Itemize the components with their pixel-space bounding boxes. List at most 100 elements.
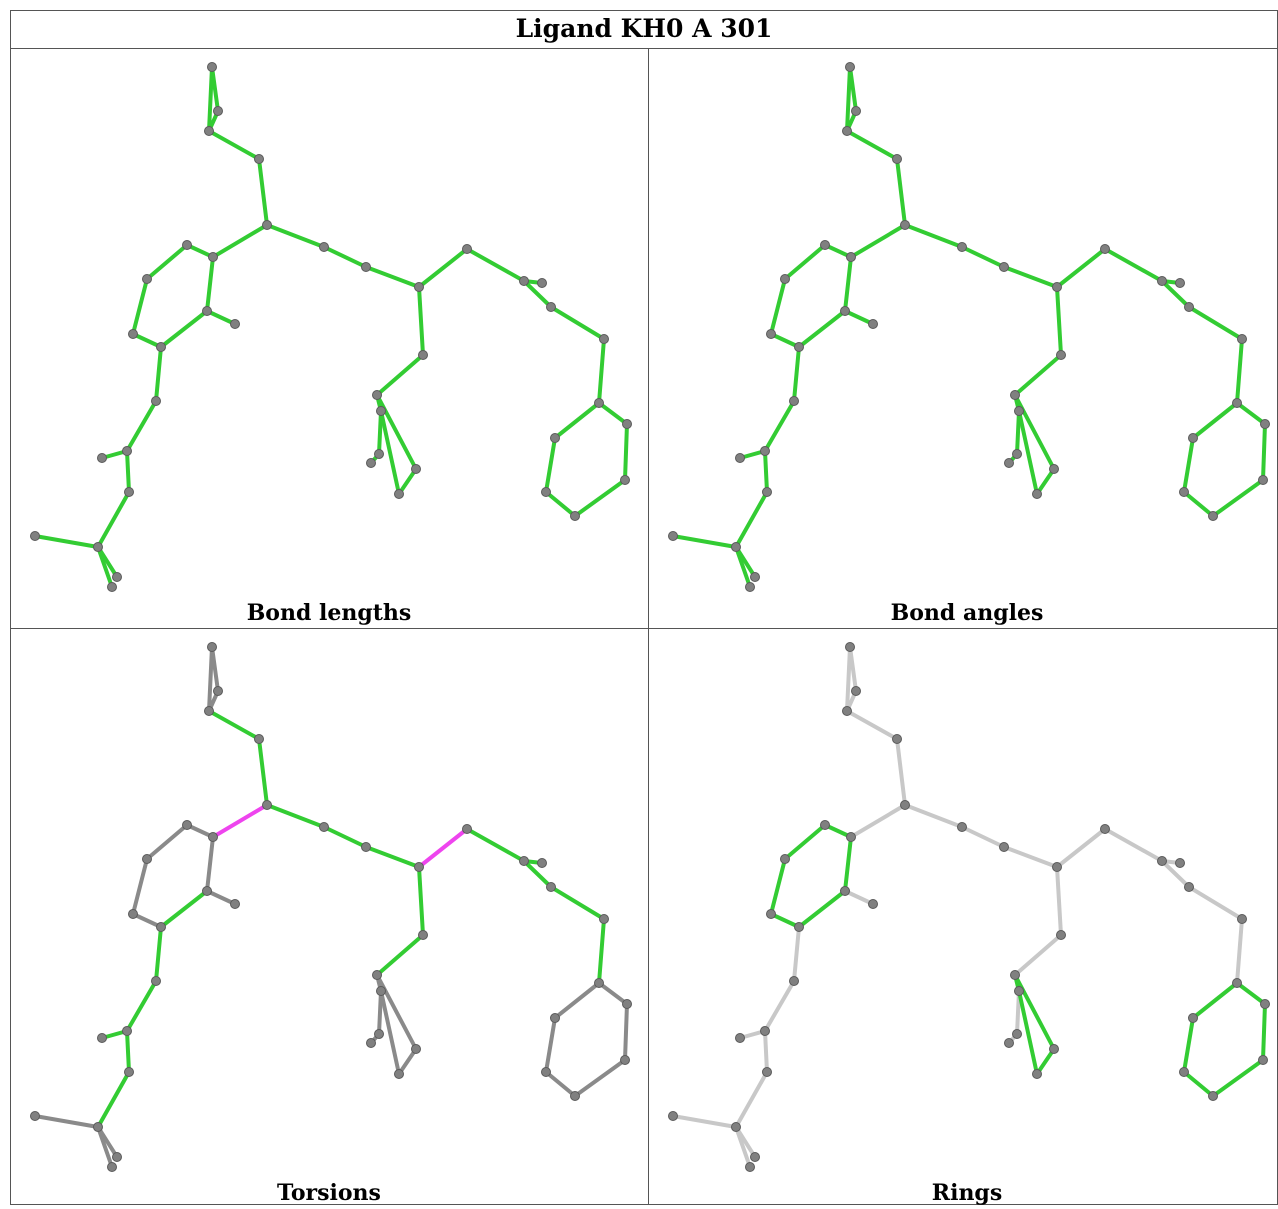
atom-a30	[1010, 390, 1020, 400]
atom-a9	[462, 244, 472, 254]
bond-a8-a29	[417, 285, 425, 357]
bond-a32-a33	[397, 1047, 418, 1076]
atom-a36	[1232, 398, 1242, 408]
bond-a24-a25	[96, 490, 131, 549]
atom-a30	[372, 390, 382, 400]
atom-a33	[394, 489, 404, 499]
bond-a25-a26	[33, 1114, 100, 1129]
bond-a11-a12	[549, 305, 606, 341]
atom-a37	[1260, 419, 1270, 429]
atom-a14	[846, 832, 856, 842]
atom-a22	[122, 1026, 132, 1036]
atom-a27	[750, 1152, 760, 1162]
atom-a32	[1049, 1044, 1059, 1054]
atom-a14	[846, 252, 856, 262]
panel-rings: Rings	[649, 629, 1278, 1209]
atom-a18	[794, 342, 804, 352]
panel-torsions: Torsions	[11, 629, 647, 1209]
bond-a30-a32	[375, 393, 418, 471]
bond-a41-a36	[1191, 981, 1239, 1020]
atom-a4	[254, 734, 264, 744]
atom-a21	[151, 976, 161, 986]
atom-a41	[1188, 433, 1198, 443]
atom-a21	[789, 396, 799, 406]
atom-a24	[762, 1067, 772, 1077]
atom-a34	[1012, 1029, 1022, 1039]
bond-a16-a17	[131, 277, 149, 336]
atom-a13	[537, 278, 547, 288]
atom-a27	[750, 572, 760, 582]
bond-a21-a22	[125, 979, 158, 1033]
bond-a36-a37	[597, 981, 629, 1006]
atom-a6	[319, 242, 329, 252]
atom-a25	[93, 542, 103, 552]
atom-a29	[418, 930, 428, 940]
bond-a7-a8	[364, 265, 421, 289]
atom-a7	[361, 262, 371, 272]
bond-a6-a7	[960, 245, 1006, 269]
atom-a23	[97, 453, 107, 463]
bond-a19-a20	[205, 309, 237, 326]
atom-a19	[202, 886, 212, 896]
atom-a10	[1157, 276, 1167, 286]
bond-a22-a24	[125, 1029, 131, 1074]
molecule-rings	[668, 642, 1270, 1172]
bond-a12-a36	[1235, 337, 1244, 405]
atom-a41	[550, 1013, 560, 1023]
atom-a36	[594, 978, 604, 988]
bond-a5-a14	[211, 803, 269, 839]
bond-a38-a39	[1211, 1058, 1265, 1098]
atom-a8	[1052, 862, 1062, 872]
figure-title: Ligand KH0 A 301	[515, 14, 773, 43]
bond-a19-a14	[205, 255, 215, 313]
atom-a14	[208, 832, 218, 842]
bond-a19-a20	[843, 889, 875, 906]
bond-a11-a12	[1187, 305, 1244, 341]
atom-a15	[820, 820, 830, 830]
bond-a10-a11	[1160, 859, 1191, 889]
atom-a21	[789, 976, 799, 986]
atom-a7	[999, 262, 1009, 272]
atom-a17	[128, 909, 138, 919]
bond-a15-a16	[145, 823, 189, 861]
bond-a9-a10	[1103, 827, 1164, 863]
atom-a12	[599, 334, 609, 344]
bond-a37-a38	[1261, 422, 1267, 482]
atom-a4	[892, 154, 902, 164]
atom-a25	[731, 1122, 741, 1132]
atom-a28	[107, 1162, 117, 1172]
atom-a12	[1237, 914, 1247, 924]
atom-a37	[622, 419, 632, 429]
atom-a18	[156, 342, 166, 352]
atom-a34	[1012, 449, 1022, 459]
atom-a41	[1188, 1013, 1198, 1023]
atom-a25	[93, 1122, 103, 1132]
bond-a3-a4	[845, 709, 899, 741]
atom-a19	[202, 306, 212, 316]
bond-a15-a16	[145, 243, 189, 281]
atom-a29	[418, 350, 428, 360]
bond-a18-a19	[159, 889, 209, 929]
atom-a21	[151, 396, 161, 406]
atom-a28	[107, 582, 117, 592]
atom-a7	[999, 842, 1009, 852]
bond-a37-a38	[1261, 1002, 1267, 1062]
bond-a39-a40	[544, 490, 577, 518]
bond-a12-a36	[597, 917, 606, 985]
atom-a35	[366, 1038, 376, 1048]
caption-torsions: Torsions	[277, 1180, 381, 1206]
bond-a18-a21	[792, 345, 801, 403]
bond-a8-a29	[417, 865, 425, 937]
atom-a28	[745, 1162, 755, 1172]
atom-a20	[868, 899, 878, 909]
atom-a16	[780, 854, 790, 864]
bond-a21-a22	[125, 399, 158, 453]
bond-a19-a20	[843, 309, 875, 326]
atom-a37	[1260, 999, 1270, 1009]
atom-a14	[208, 252, 218, 262]
atom-a11	[1184, 882, 1194, 892]
bond-a29-a30	[1013, 353, 1063, 397]
atom-a11	[546, 882, 556, 892]
atom-a8	[414, 862, 424, 872]
bond-a10-a11	[1160, 279, 1191, 309]
